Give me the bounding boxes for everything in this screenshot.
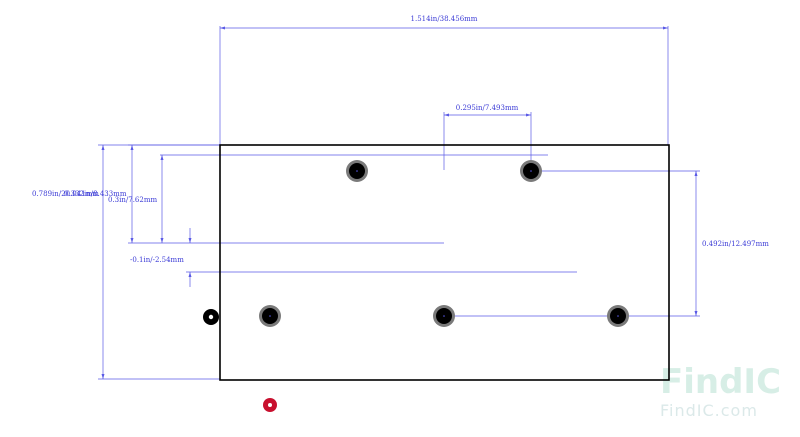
watermark: FindIC FindIC.com [660,362,781,420]
pad [520,160,542,182]
origin-marker [263,398,277,412]
label-pin-span-y: 0.492in/12.497mm [702,240,769,248]
label-pin-offset-x: 0.295in/7.493mm [456,104,519,112]
watermark-logo: FindIC [660,362,781,402]
watermark-url: FindIC.com [660,401,758,420]
component-outline [219,144,670,381]
label-overall-height: 0.789in/20.041mm [32,190,99,198]
pad [346,160,368,182]
pad [607,305,629,327]
pad [433,305,455,327]
pads [259,160,629,327]
label-overall-width: 1.514in/38.456mm [411,15,478,23]
dimension-lines [98,26,700,380]
label-row-spacing: 0.3in/7.62mm [108,196,157,204]
pin1-marker [203,309,219,325]
pad [259,305,281,327]
dimension-arrows [101,26,698,379]
label-overlapped: 0.332in/8.433mm [64,190,127,198]
dimension-labels: 1.514in/38.456mm 0.295in/7.493mm 0.789in… [32,15,769,264]
label-small-offset: -0.1in/-2.54mm [130,256,184,264]
